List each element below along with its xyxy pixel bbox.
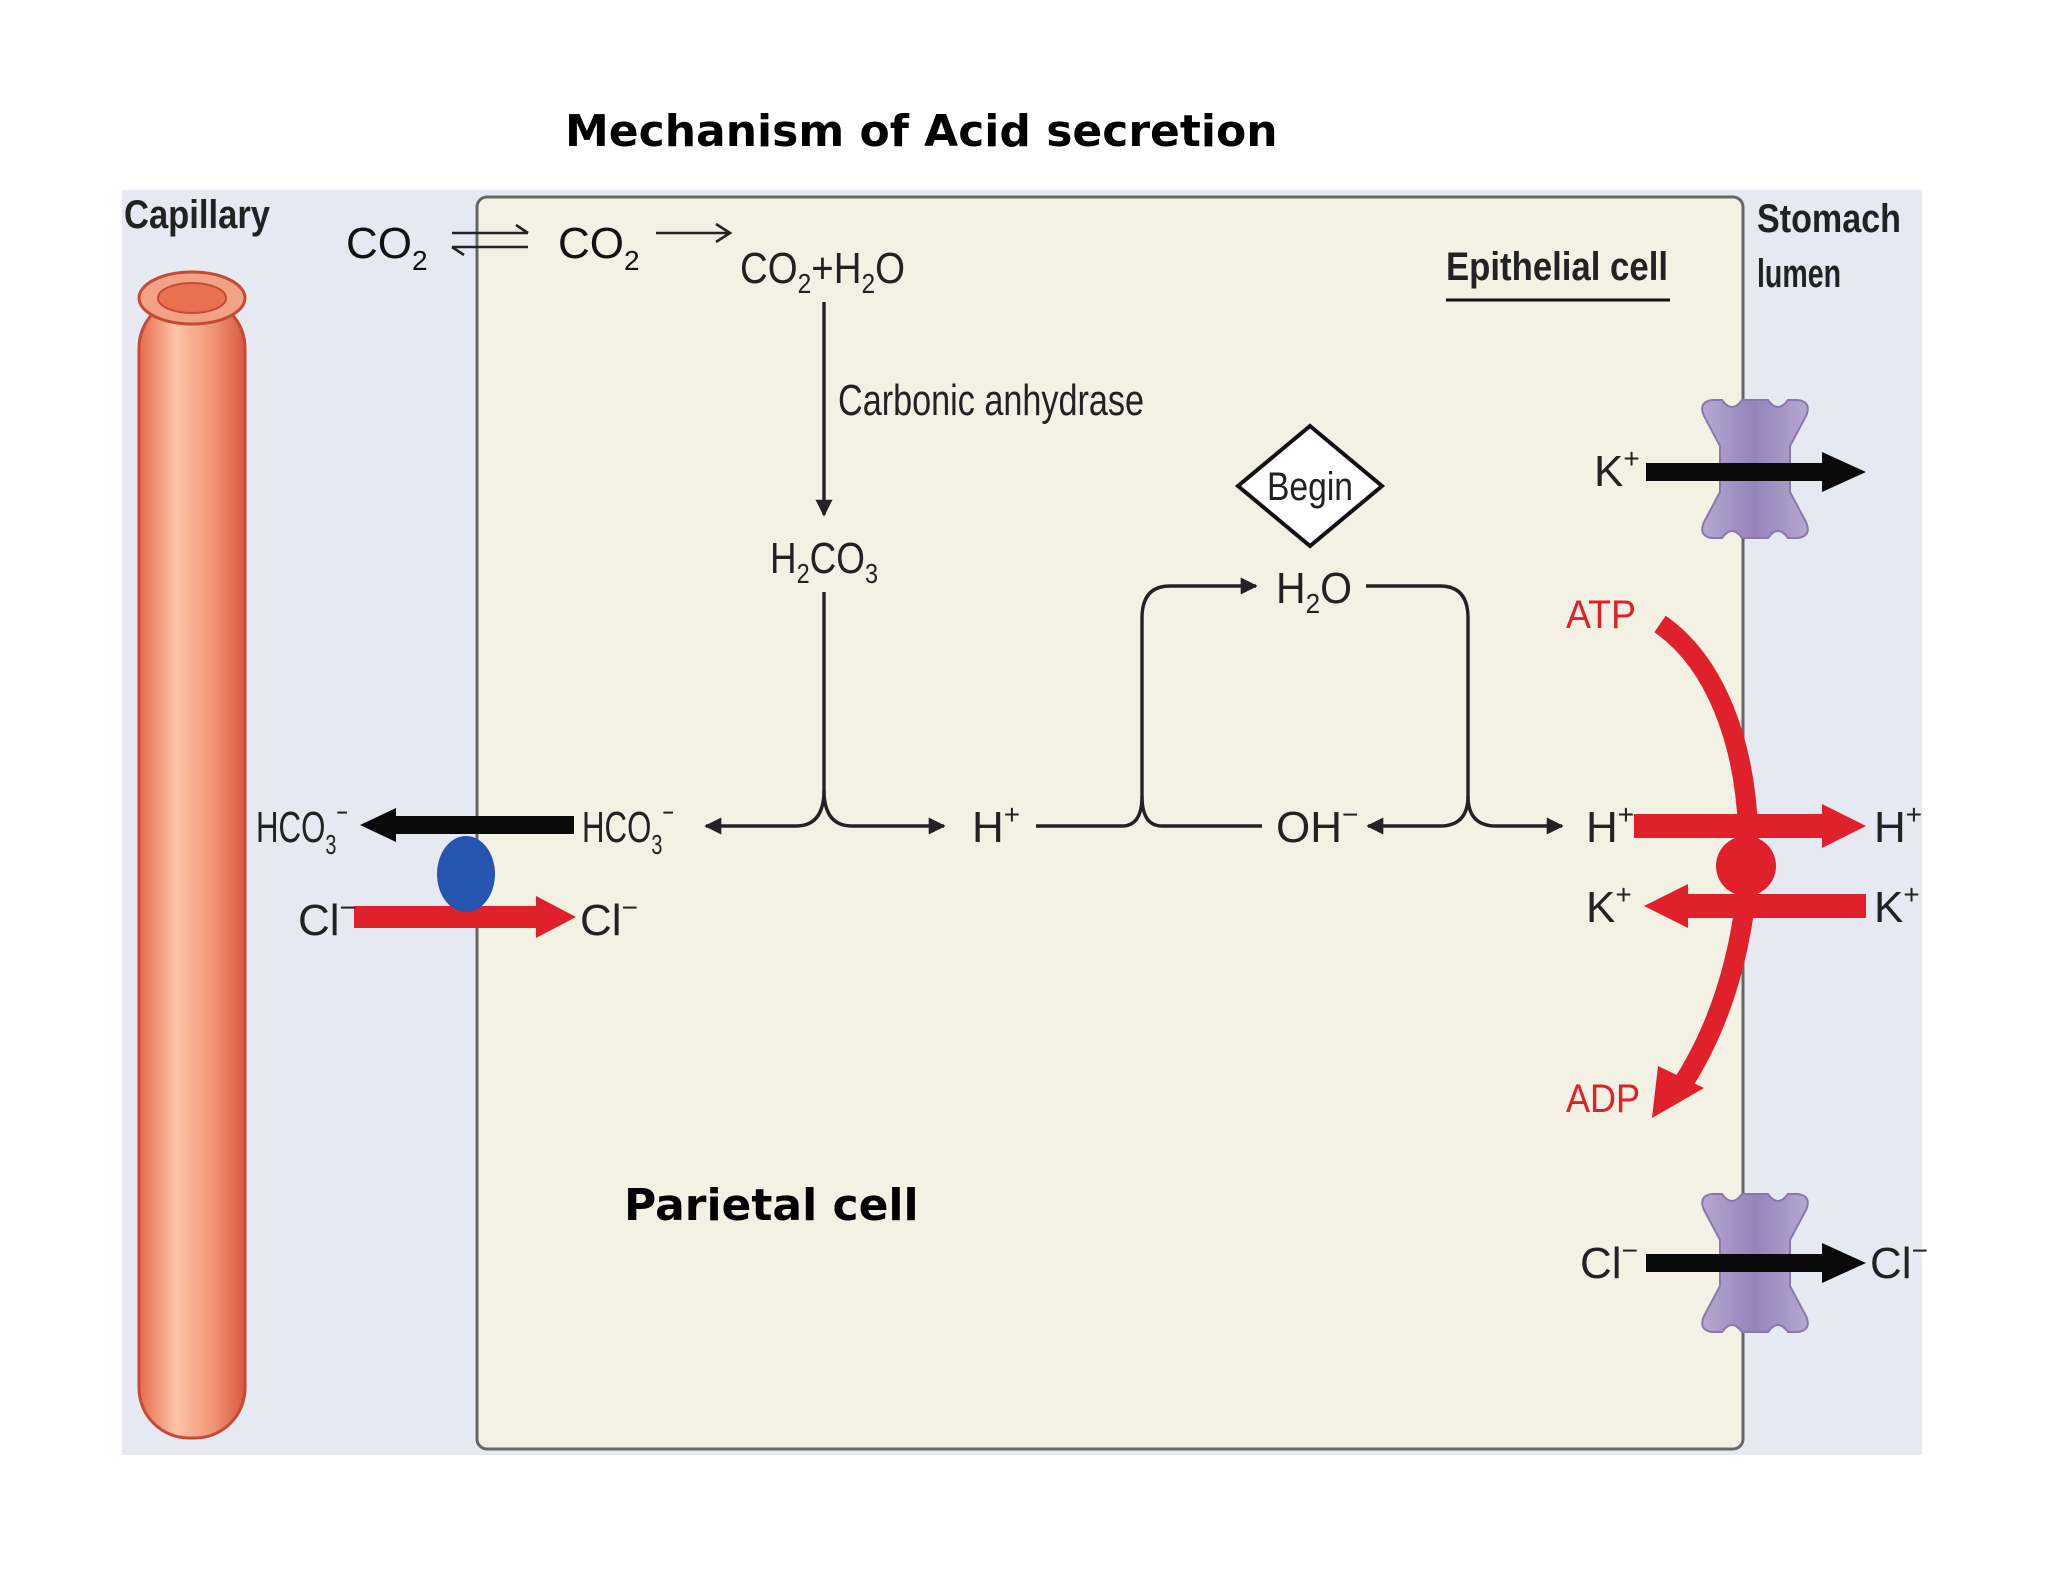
h-secretion-arrow-shaft [1634,814,1832,838]
cl-cell-label: Cl− [580,892,638,945]
atp-label: ATP [1566,593,1636,637]
h2co3-to-h-branch [822,789,946,835]
hco3-cell-label: HCO3− [582,797,674,860]
cl-secretion-arrowhead [1822,1243,1866,1283]
water-loop-lower-left [1140,795,1262,828]
diagram-title: Mechanism of Acid secretion [565,106,1278,157]
adp-label: ADP [1566,1077,1640,1121]
h-right-label: H+ [1586,799,1634,852]
cl-influx-arrowhead [536,896,576,938]
h-mid-label: H+ [972,799,1020,852]
parietal-cell-label: Parietal cell [624,1180,919,1231]
k-uptake-arrow-shaft [1680,894,1866,918]
h-lumen-label: H+ [1874,799,1922,852]
co2-to-reaction-arrow [656,222,733,244]
co2-cell: CO2 [558,219,640,276]
h2co3-label: H2CO3 [770,534,878,589]
cl-bottom-lumen-label: Cl− [1870,1235,1928,1288]
water-loop-right [1366,584,1470,835]
co2-blood: CO2 [346,219,428,276]
capillary-label: Capillary [124,193,271,237]
h2o-label: H2O [1276,564,1352,619]
k-lumen-label: K+ [1874,879,1920,932]
h-secretion-arrowhead [1822,804,1866,848]
oh-to-h-right-branch [1466,795,1564,835]
epithelial-cell-label: Epithelial cell [1446,245,1668,289]
cl-blood-label: Cl− [298,892,356,945]
co2-h2o-reactants: CO2+H2O [740,244,905,299]
water-formation-loop-left [1121,577,1258,828]
co2-equilibrium-arrow [451,223,529,257]
begin-label: Begin [1267,465,1353,509]
capillary-vessel [137,270,247,1440]
hco3-efflux-arrow-shaft [382,816,574,834]
cl-influx-arrow-shaft [354,906,540,928]
cl-secretion-arrow-shaft [1646,1254,1828,1272]
cl-hco3-exchanger [437,836,495,912]
k-efflux-arrow-shaft [1646,463,1828,481]
proton-pump [1716,836,1776,896]
cl-bottom-cell-label: Cl− [1580,1235,1638,1288]
hco3-efflux-arrowhead [360,808,396,842]
stomach-lumen-label-line2: lumen [1757,252,1841,296]
hco3-blood-label: HCO3− [256,797,348,860]
oh-label: OH− [1276,799,1358,852]
stomach-lumen-label-line1: Stomach [1757,197,1901,241]
k-efflux-arrowhead [1822,452,1866,492]
k-uptake-arrowhead [1644,884,1688,928]
carbonic-anhydrase-label: Carbonic anhydrase [838,376,1144,425]
k-top-label: K+ [1594,443,1640,496]
adp-arrowhead [1652,1066,1704,1118]
k-cell-label: K+ [1586,879,1632,932]
begin-marker: Begin [1234,423,1386,549]
